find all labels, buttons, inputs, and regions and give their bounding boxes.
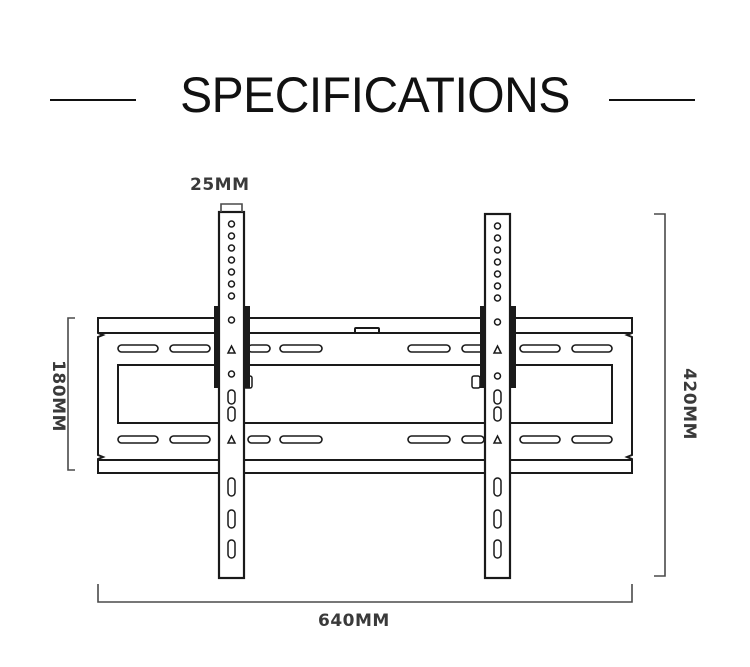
dimension-line-left [67, 317, 75, 471]
wall-plate [97, 317, 633, 474]
dimension-line-bottom [97, 584, 633, 603]
dimension-line-right [654, 213, 666, 577]
wall-plate-slots [117, 344, 613, 444]
right-vertical-arm [471, 212, 516, 580]
total-width-label: 640MM [318, 611, 390, 631]
dimension-line-top [220, 203, 243, 212]
page-title: SPECIFICATIONS [180, 67, 570, 123]
left-vertical-arm [214, 210, 253, 580]
vertical-hole-span-label: 180MM [48, 360, 68, 432]
bracket-width-label: 25MM [190, 175, 250, 195]
dimension-lines [67, 203, 666, 603]
total-height-label: 420MM [679, 368, 699, 440]
